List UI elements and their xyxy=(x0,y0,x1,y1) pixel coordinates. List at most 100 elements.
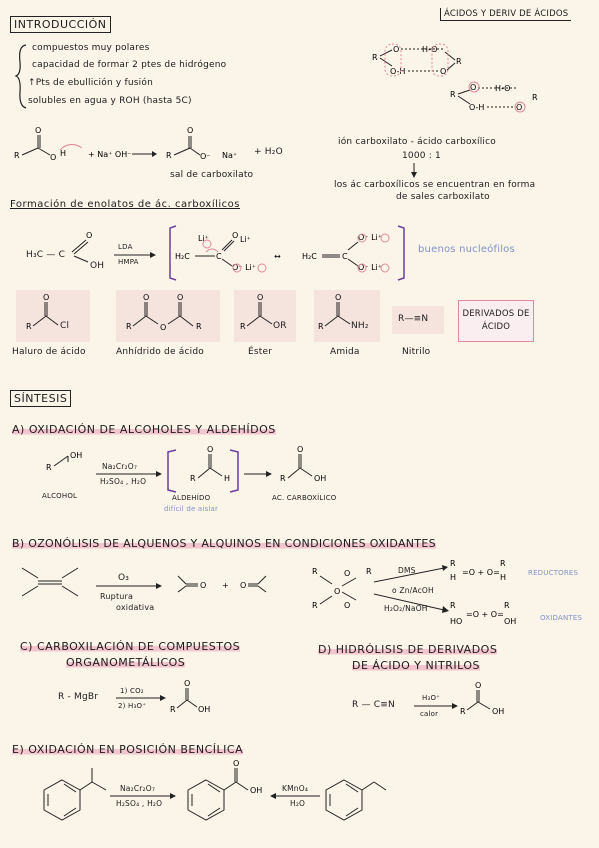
svg-text:O⁻ Li⁺: O⁻ Li⁺ xyxy=(358,263,382,272)
sintesis-title: SÍNTESIS xyxy=(10,390,72,407)
svg-text:O-H: O-H xyxy=(390,67,405,76)
svg-text:R: R xyxy=(240,322,246,331)
enolates-note: buenos nucleófilos xyxy=(418,244,515,255)
svg-text:OH: OH xyxy=(314,474,326,483)
ester-or: OR xyxy=(273,321,287,331)
enolates-title: Formación de enolatos de ác. carboxílico… xyxy=(10,199,240,210)
c-reactant: R - MgBr xyxy=(58,692,99,702)
svg-text:O: O xyxy=(43,293,49,302)
b-h2o2: H₂O₂/NaOH xyxy=(384,604,428,613)
svg-text:R: R xyxy=(460,707,466,716)
svg-text:O-H: O-H xyxy=(469,103,484,112)
svg-text:OH: OH xyxy=(492,707,504,716)
nitrile-formula: R—≡N xyxy=(398,314,429,324)
svg-text:O: O xyxy=(516,103,522,112)
svg-text:C: C xyxy=(342,252,348,261)
svg-text:O: O xyxy=(475,681,481,690)
svg-text:H₂C: H₂C xyxy=(302,252,317,261)
svg-text:R: R xyxy=(312,601,318,610)
enolate-oh: OH xyxy=(90,261,105,271)
label-ester: Éster xyxy=(248,347,273,357)
svg-text:R: R xyxy=(46,463,52,472)
derivatives-box: DERIVADOS DE ÁCIDO xyxy=(458,300,534,342)
svg-text:C: C xyxy=(216,252,222,261)
svg-text:O: O xyxy=(86,231,92,240)
svg-text:H-O: H-O xyxy=(422,45,437,54)
top-right-title: ÁCIDOS Y DERIV DE ÁCIDOS xyxy=(440,8,572,21)
acyl-halide-cl: Cl xyxy=(60,321,70,331)
svg-text:O: O xyxy=(470,83,476,92)
svg-text:=O + O=: =O + O= xyxy=(466,610,504,619)
svg-text:R: R xyxy=(26,322,32,331)
d-reactant: R — C≡N xyxy=(352,700,395,710)
svg-text:H: H xyxy=(224,474,230,483)
section-a-title: A) OXIDACIÓN DE ALCOHOLES Y ALDEHÍDOS xyxy=(12,423,276,436)
svg-text:↔: ↔ xyxy=(274,252,281,261)
svg-text:H: H xyxy=(60,149,66,158)
label-anhydride: Anhídrido de ácido xyxy=(116,347,204,357)
intro-bullet: ↑Pts de ebullición y fusión xyxy=(28,78,153,88)
b-dms: DMS xyxy=(398,566,416,575)
water-product: + H₂O xyxy=(254,147,283,157)
section-b-title: B) OZONÓLISIS DE ALQUENOS Y ALQUINOS EN … xyxy=(12,537,436,550)
svg-text:O: O xyxy=(232,231,238,240)
equilibrium-line3: de sales carboxilato xyxy=(396,192,490,202)
svg-text:R: R xyxy=(196,322,202,331)
label-nitrile: Nitrilo xyxy=(402,347,431,357)
svg-text:Li⁺: Li⁺ xyxy=(240,235,251,244)
svg-text:O: O xyxy=(160,323,166,332)
e-left-reagent-top: Na₂Cr₂O₇ xyxy=(120,784,156,793)
svg-text:R: R xyxy=(372,53,378,62)
svg-text:R: R xyxy=(450,90,456,99)
c-step1: 1) CO₂ xyxy=(120,687,144,695)
svg-text:O: O xyxy=(177,293,183,302)
svg-text:O: O xyxy=(184,679,190,688)
enolate-reagent-lda: LDA xyxy=(118,243,133,251)
svg-text:O: O xyxy=(35,126,41,135)
card-amide xyxy=(314,290,380,342)
svg-text:O⁻ Li⁺: O⁻ Li⁺ xyxy=(232,263,256,272)
svg-text:R: R xyxy=(366,567,372,576)
svg-text:R: R xyxy=(280,474,286,483)
svg-text:R: R xyxy=(500,559,506,568)
svg-text:H: H xyxy=(500,573,506,582)
section-c-title-2: ORGANOMETÁLICOS xyxy=(66,656,186,669)
svg-text:R: R xyxy=(170,705,176,714)
equilibrium-ratio: 1000 : 1 xyxy=(402,151,441,161)
svg-text:O: O xyxy=(200,581,206,590)
card-nitrile xyxy=(392,306,444,334)
svg-text:H-O: H-O xyxy=(495,84,510,93)
b-ruptura: Ruptura xyxy=(100,592,134,601)
a-reagent-bottom: H₂SO₄ , H₂O xyxy=(100,477,147,486)
section-c-title-1: C) CARBOXILACIÓN DE COMPUESTOS xyxy=(20,640,241,653)
svg-text:OH: OH xyxy=(70,451,82,460)
b-reagent-o3: O₃ xyxy=(118,573,130,583)
svg-text:O: O xyxy=(240,581,246,590)
svg-text:HO: HO xyxy=(450,617,462,626)
card-acyl-halide xyxy=(16,290,90,342)
svg-text:O: O xyxy=(143,293,149,302)
salt-caption: sal de carboxilato xyxy=(170,170,254,180)
section-d-title-2: DE ÁCIDO Y NITRILOS xyxy=(352,659,480,672)
derivatives-box-label: DERIVADOS DE ÁCIDO xyxy=(462,309,530,332)
svg-text:+: + xyxy=(222,581,229,590)
intro-bullet: capacidad de formar 2 ptes de hidrógeno xyxy=(32,60,227,70)
svg-text:R: R xyxy=(14,151,20,160)
intro-title: INTRODUCCIÓN xyxy=(10,16,111,33)
svg-text:R: R xyxy=(532,93,538,102)
svg-text:O: O xyxy=(335,293,341,302)
e-left-reagent-bottom: H₂SO₄ , H₂O xyxy=(116,799,163,808)
svg-text:O: O xyxy=(334,587,340,596)
svg-text:R: R xyxy=(126,322,132,331)
